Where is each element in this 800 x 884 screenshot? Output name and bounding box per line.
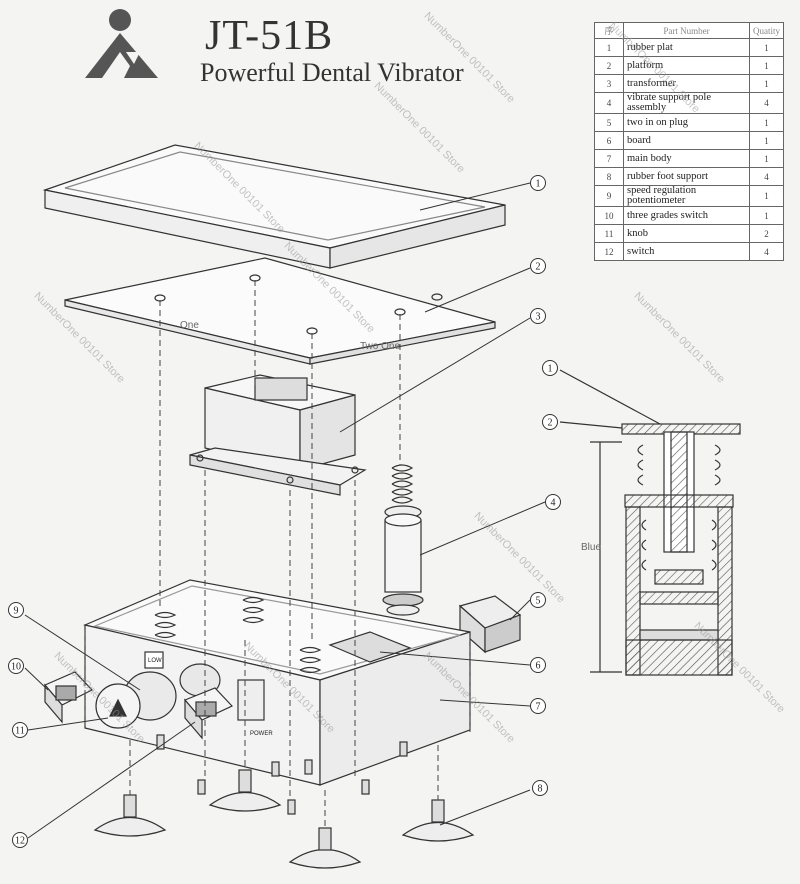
callout-10: 10: [8, 658, 24, 674]
cell-no: 11: [594, 224, 624, 243]
callout-11-number: 11: [15, 726, 25, 737]
callout-8: 8: [532, 780, 548, 796]
callout-6-number: 6: [536, 661, 541, 672]
cell-name: switch: [623, 242, 750, 261]
cell-name: speed regulation potentiometer: [623, 185, 750, 207]
cell-no: 4: [594, 92, 624, 114]
overlay-label-blue: Blue: [581, 542, 602, 553]
callout-1-number: 1: [536, 179, 541, 190]
cell-no: 5: [594, 113, 624, 132]
cell-no: 9: [594, 185, 624, 207]
cell-qty: 1: [749, 74, 784, 93]
plug-part: [458, 595, 522, 654]
cell-name: main body: [623, 149, 750, 168]
cell-no: 6: [594, 131, 624, 150]
parts-table-header: 序 Part Number Quatity: [594, 22, 784, 39]
section-callout-1: 1: [542, 360, 558, 376]
page-subtitle: Powerful Dental Vibrator: [200, 58, 464, 87]
cell-qty: 1: [749, 56, 784, 75]
page-title: JT-51B: [205, 13, 334, 59]
switch-part: [184, 687, 234, 740]
cell-qty: 1: [749, 206, 784, 225]
cell-name: board: [623, 131, 750, 150]
callout-12-number: 12: [15, 836, 25, 847]
callout-2-number: 2: [536, 262, 541, 273]
board-part: [328, 631, 412, 663]
platform-part: [64, 257, 496, 365]
cell-name: transformer: [623, 74, 750, 93]
cell-qty: 4: [749, 92, 784, 114]
knob-part: [95, 671, 177, 729]
cell-qty: 2: [749, 224, 784, 243]
rubber-plat-part: [42, 144, 506, 269]
cell-qty: 4: [749, 167, 784, 186]
rubber-foot-part: [93, 769, 475, 869]
section-callout-1-number: 1: [548, 364, 553, 375]
cell-name: knob: [623, 224, 750, 243]
callout-1: 1: [530, 175, 546, 191]
transformer-part: [189, 374, 367, 496]
cell-qty: 1: [749, 185, 784, 207]
header-quantity: Quatity: [749, 22, 784, 39]
callout-7: 7: [530, 698, 546, 714]
leader-lines: [24, 182, 546, 839]
callout-10-number: 10: [11, 662, 21, 673]
screws: [156, 734, 408, 815]
overlay-label-one: One: [180, 320, 199, 331]
header-part-number: Part Number: [623, 22, 750, 39]
cell-name: rubber foot support: [623, 167, 750, 186]
three-grades-switch-part: [44, 671, 93, 724]
cell-name: two in on plug: [623, 113, 750, 132]
overlay-label-two: Two One: [360, 341, 401, 352]
callout-12: 12: [12, 832, 28, 848]
callout-11: 11: [12, 722, 28, 738]
cell-no: 10: [594, 206, 624, 225]
cell-qty: 1: [749, 113, 784, 132]
cell-no: 8: [594, 167, 624, 186]
cell-name: three grades switch: [623, 206, 750, 225]
cell-no: 2: [594, 56, 624, 75]
section-view: [559, 369, 741, 676]
assembly-lines: [84, 280, 471, 828]
cell-qty: 1: [749, 149, 784, 168]
brand-logo: [85, 9, 158, 78]
cell-qty: 1: [749, 38, 784, 57]
cell-no: 3: [594, 74, 624, 93]
callout-8-number: 8: [538, 784, 543, 795]
callout-4-number: 4: [551, 498, 556, 509]
cell-no: 12: [594, 242, 624, 261]
section-callout-2: 2: [542, 414, 558, 430]
cell-no: 7: [594, 149, 624, 168]
callout-9-number: 9: [14, 606, 19, 617]
callout-2: 2: [530, 258, 546, 274]
callout-3-number: 3: [536, 312, 541, 323]
panel-label-power: POWER: [250, 731, 273, 737]
callout-5-number: 5: [536, 596, 541, 607]
section-callout-2-number: 2: [548, 418, 553, 429]
cell-qty: 1: [749, 131, 784, 150]
cell-qty: 4: [749, 242, 784, 261]
callout-9: 9: [8, 602, 24, 618]
callout-4: 4: [545, 494, 561, 510]
callout-5: 5: [530, 592, 546, 608]
callout-6: 6: [530, 657, 546, 673]
callout-3: 3: [530, 308, 546, 324]
panel-label-low: LOW: [148, 658, 162, 664]
support-pole-part: [382, 464, 424, 616]
callout-7-number: 7: [536, 702, 541, 713]
